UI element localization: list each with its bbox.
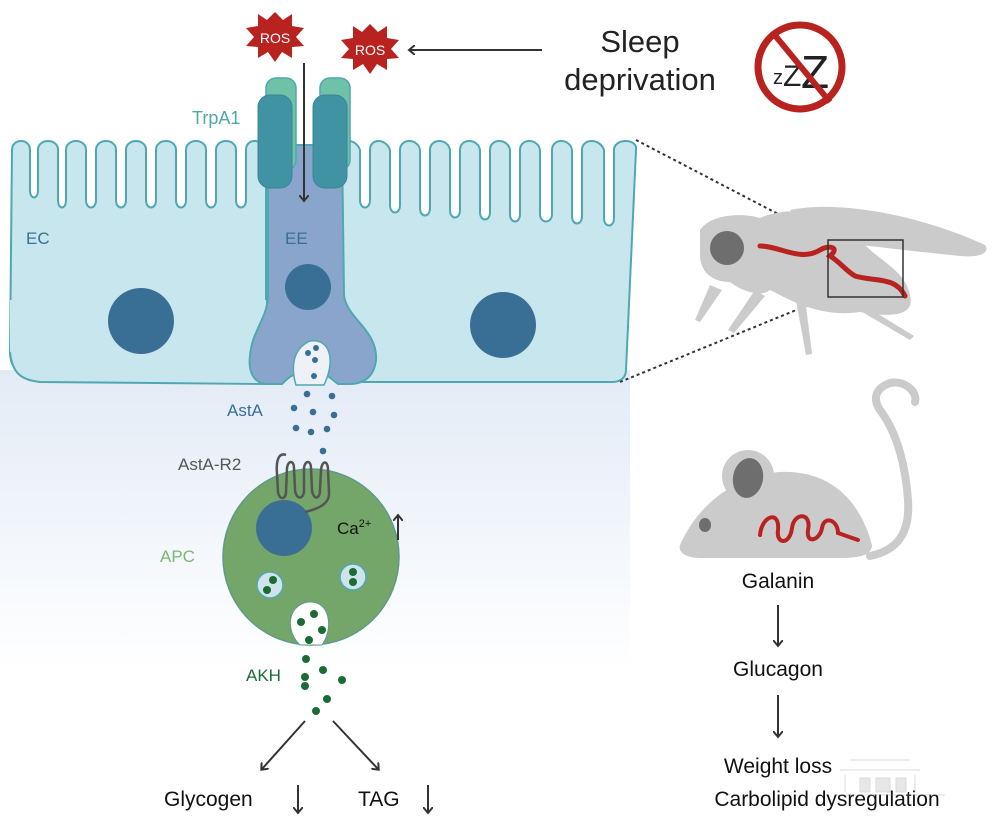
akh-peptides [301, 655, 346, 715]
apc-label: APC [160, 547, 195, 566]
svg-text:z: z [773, 67, 783, 89]
ec-label: EC [26, 229, 50, 248]
asta-dot [311, 373, 317, 379]
apc-secretory-vesicle [289, 601, 330, 646]
galanin-label: Galanin [742, 570, 814, 593]
glucagon-label: Glucagon [733, 658, 823, 681]
weight-loss-label: Weight loss [724, 755, 832, 778]
glycogen-label: Glycogen [164, 788, 253, 811]
tag-label: TAG [358, 788, 400, 811]
apc-vesicle-left [256, 571, 284, 599]
fly-gut-zoom-box [827, 239, 904, 298]
sleep-label-line1: Sleep [600, 24, 679, 59]
asta-label: AstA [227, 401, 264, 420]
calcium-label: Ca2+ [337, 518, 371, 538]
asta-dot [312, 357, 318, 363]
ec-cell-basal-line [9, 351, 612, 385]
svg-text:Z: Z [783, 60, 801, 93]
asta-dot [313, 345, 319, 351]
asta-dot [305, 350, 311, 356]
ec-nucleus-left [108, 288, 174, 354]
asta-r2-receptor [275, 453, 331, 514]
trpa1-subunit-dark-right [312, 94, 348, 189]
ros-burst-2 [341, 24, 399, 74]
akh-to-tag-arrow [332, 720, 378, 769]
sleep-label-line2: deprivation [564, 62, 716, 97]
ros-label-1: ROS [260, 30, 290, 46]
akh-peptides-inside [297, 610, 326, 644]
ec-nucleus-right [470, 292, 536, 358]
ec-cell-right [339, 140, 638, 383]
fly-illustration [695, 206, 987, 355]
zoom-line-bottom [619, 296, 829, 383]
ee-secretory-vesicle [292, 340, 331, 386]
apc-nucleus [256, 500, 312, 556]
no-sleep-icon: z Z Z [754, 21, 846, 113]
asta-peptides [290, 390, 338, 455]
apc-vesicle-right [339, 563, 367, 591]
akh-to-glycogen-arrow [262, 720, 306, 769]
ros-label-2: ROS [355, 42, 385, 58]
dysregulation-label: Carbolipid dysregulation [714, 788, 939, 811]
ros-burst-1 [246, 12, 304, 62]
trpa1-label: TrpA1 [192, 108, 240, 128]
mouse-illustration [679, 378, 920, 560]
akh-label: AKH [246, 666, 281, 685]
watermark-building-icon [835, 759, 945, 796]
ee-nucleus [285, 264, 331, 310]
trpa1-subunit-dark-left [257, 94, 293, 189]
asta-r2-label: AstA-R2 [178, 455, 241, 474]
ee-label: EE [285, 229, 308, 248]
